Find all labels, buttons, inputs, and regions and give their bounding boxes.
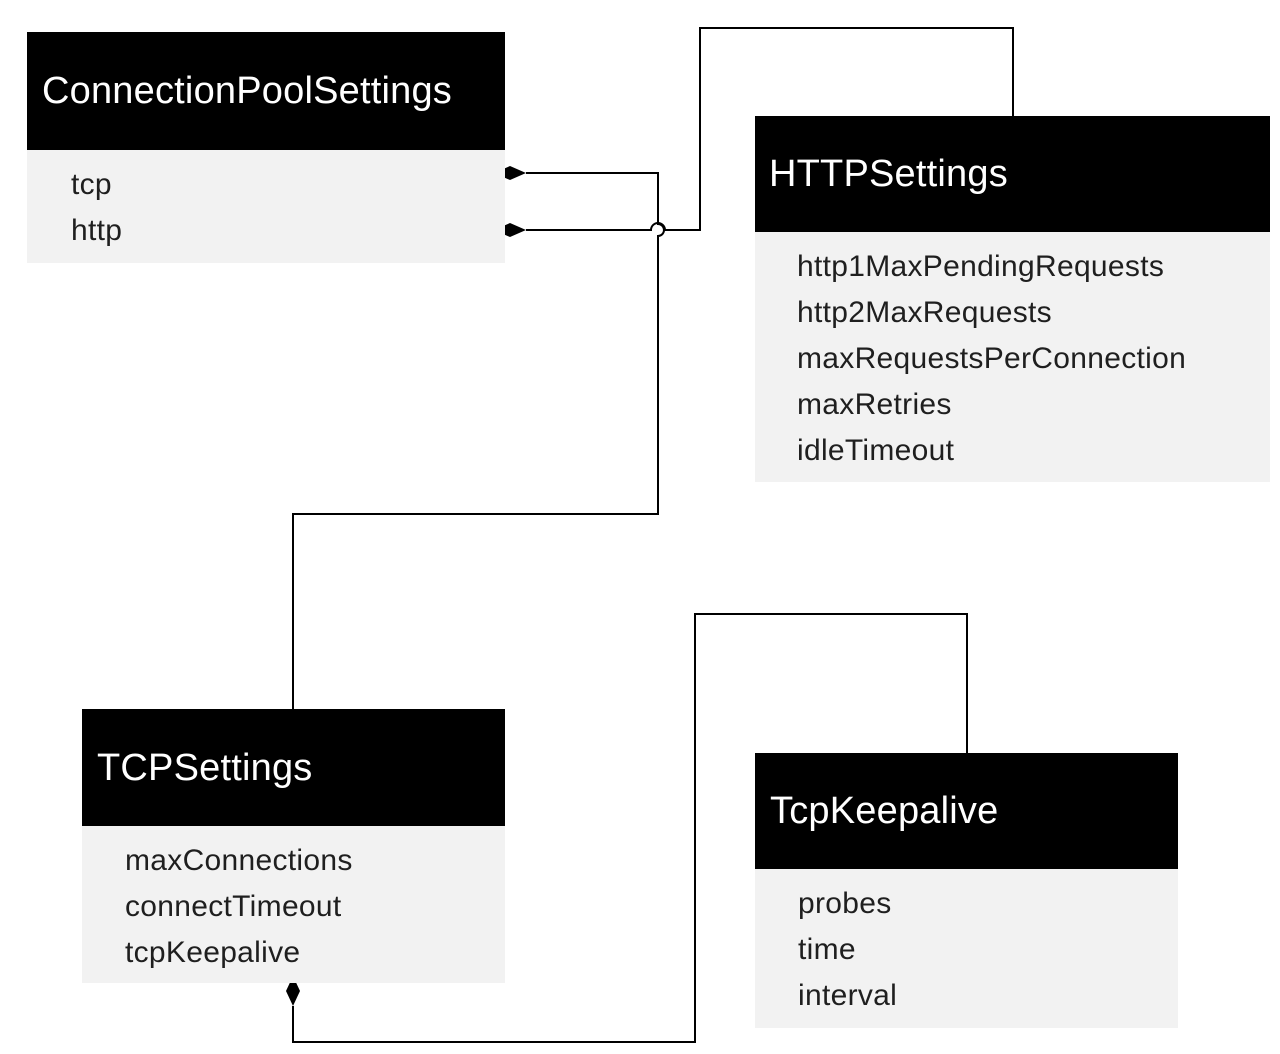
class-title: ConnectionPoolSettings <box>27 32 505 150</box>
attribute-time: time <box>798 933 856 966</box>
attribute-http2-max-requests: http2MaxRequests <box>797 296 1052 329</box>
attribute-max-connections: maxConnections <box>125 844 353 877</box>
class-tcp-keepalive: TcpKeepalive probes time interval <box>755 753 1178 1028</box>
class-tcp-settings: TCPSettings maxConnections connectTimeou… <box>82 709 505 983</box>
class-http-settings: HTTPSettings http1MaxPendingRequests htt… <box>755 116 1270 482</box>
attribute-tcp-keepalive: tcpKeepalive <box>125 936 301 969</box>
class-title: TcpKeepalive <box>755 753 1178 869</box>
class-attributes: maxConnections connectTimeout tcpKeepali… <box>82 826 505 983</box>
attribute-max-requests-per-connection: maxRequestsPerConnection <box>797 342 1187 375</box>
class-attributes: http1MaxPendingRequests http2MaxRequests… <box>755 232 1270 482</box>
connector-tcp-to-tcpsettings <box>292 172 665 709</box>
class-title: TCPSettings <box>82 709 505 826</box>
connector-http-to-httpsettings <box>526 27 1014 231</box>
attribute-tcp: tcp <box>71 168 112 201</box>
class-connection-pool-settings: ConnectionPoolSettings tcp http <box>27 32 505 263</box>
attribute-probes: probes <box>798 887 892 920</box>
composition-diamond-tcpkeepalive <box>286 976 300 1006</box>
class-attributes: probes time interval <box>755 869 1178 1028</box>
class-attributes: tcp http <box>27 150 505 263</box>
attribute-interval: interval <box>798 979 898 1012</box>
attribute-http1-max-pending-requests: http1MaxPendingRequests <box>797 250 1165 283</box>
attribute-http: http <box>71 214 123 247</box>
class-title: HTTPSettings <box>755 116 1270 232</box>
attribute-connect-timeout: connectTimeout <box>125 890 342 923</box>
connector-tcpkeepalive-to-tcpkeepalive-class <box>292 613 968 1043</box>
attribute-idle-timeout: idleTimeout <box>797 434 955 467</box>
attribute-max-retries: maxRetries <box>797 388 952 421</box>
